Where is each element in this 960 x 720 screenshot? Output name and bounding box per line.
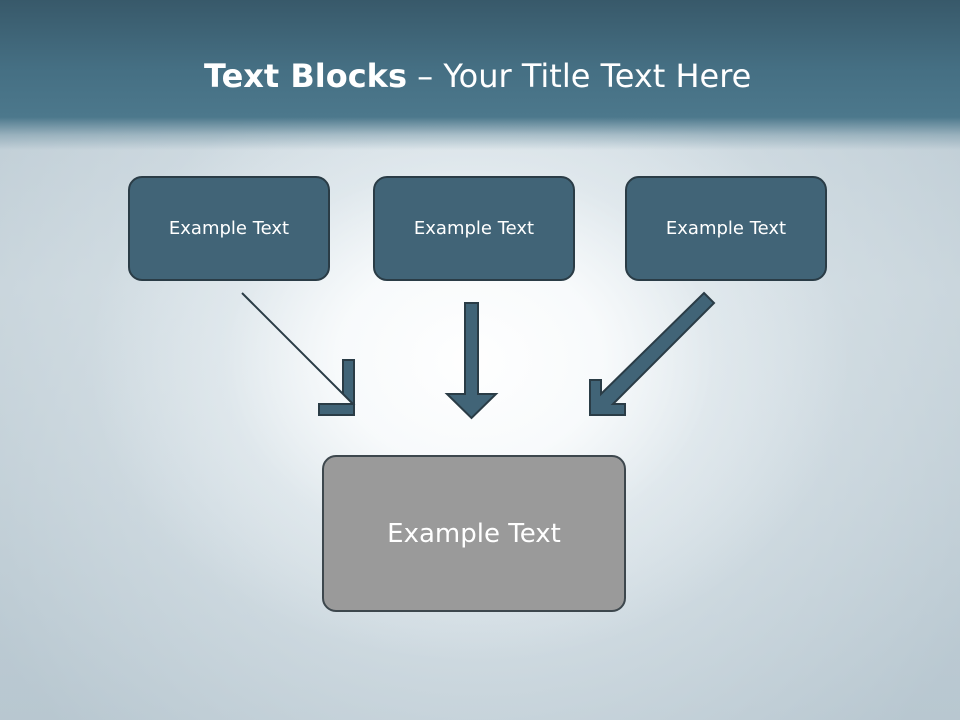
arrow-down-right-icon — [241, 292, 356, 416]
header-band — [0, 0, 960, 150]
result-block-label: Example Text — [387, 518, 561, 549]
arrow-down-left-icon — [589, 291, 716, 416]
text-block-3-label: Example Text — [665, 218, 787, 239]
title-rest: Your Title Text Here — [443, 57, 752, 95]
arrow-down-icon — [444, 302, 499, 420]
title-bold: Text Blocks — [204, 57, 407, 95]
text-block-2[interactable]: Example Text — [373, 176, 575, 281]
text-block-3[interactable]: Example Text — [625, 176, 827, 281]
title-dash: – — [407, 57, 444, 95]
text-block-2-label: Example Text — [413, 218, 535, 239]
page-title: Text Blocks – Your Title Text Here — [204, 52, 751, 100]
text-block-1-label: Example Text — [168, 218, 290, 239]
text-block-1[interactable]: Example Text — [128, 176, 330, 281]
result-block[interactable]: Example Text — [322, 455, 626, 612]
